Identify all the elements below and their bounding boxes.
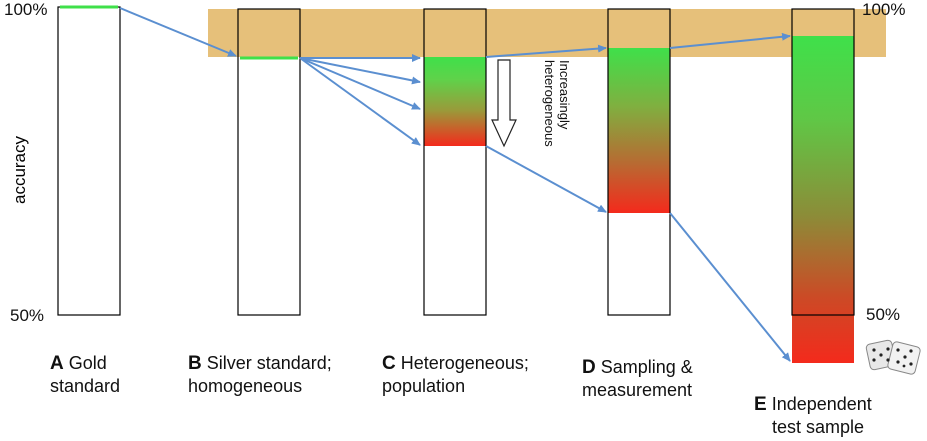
column-e-bottom-label: 50% <box>866 305 901 324</box>
caption-e-line1: Independent <box>771 394 872 414</box>
caption-b-line1: Silver standard; <box>206 353 332 373</box>
y-axis-title-text: accuracy <box>10 135 29 205</box>
heterogeneity-annotation: Increasingly heterogeneous <box>518 60 572 147</box>
caption-e-letter: E <box>754 394 767 415</box>
arrow-b-to-c-3 <box>299 57 421 110</box>
caption-c-letter: C <box>382 353 396 374</box>
y-axis-title: accuracy <box>10 120 40 220</box>
arrow-d-to-e-bottom <box>669 212 791 362</box>
caption-b-line2: homogeneous <box>188 376 303 396</box>
high-accuracy-band <box>208 9 886 57</box>
caption-c: C Heterogeneous; population <box>382 352 529 397</box>
column-e-top-label: 100% <box>862 0 906 19</box>
flow-arrows <box>119 7 791 362</box>
column-d-gradient <box>608 48 670 213</box>
caption-d-letter: D <box>582 357 596 378</box>
caption-a-line2: standard <box>50 376 121 396</box>
arrow-c-to-d-bottom <box>485 145 607 213</box>
heterogeneity-down-arrow <box>491 59 517 148</box>
caption-c-line1: Heterogeneous; <box>400 353 529 373</box>
caption-e: E Independent test sample <box>754 393 872 438</box>
y-axis-top-label: 100% <box>4 0 48 19</box>
arrow-b-to-c-bottom <box>299 57 421 146</box>
column-e-gradient <box>792 36 854 363</box>
y-axis-bottom-label: 50% <box>10 306 45 325</box>
caption-a: A Gold standard <box>50 352 120 397</box>
annotation-line2: heterogeneous <box>542 60 557 147</box>
caption-a-letter: A <box>50 353 64 374</box>
caption-d: D Sampling & measurement <box>582 356 693 401</box>
dice-icon <box>865 339 921 375</box>
arrow-a-to-b <box>119 7 237 57</box>
arrow-c-to-d-top <box>485 44 607 58</box>
arrow-d-to-e-top <box>669 32 791 49</box>
caption-a-line1: Gold <box>68 353 107 373</box>
caption-d-line1: Sampling & <box>600 357 693 377</box>
caption-c-line2: population <box>382 376 466 396</box>
annotation-line1: Increasingly <box>557 60 572 130</box>
column-c-gradient <box>424 57 486 146</box>
caption-e-line2: test sample <box>772 417 865 437</box>
column-e-box <box>791 8 855 316</box>
column-b-box <box>237 8 301 316</box>
caption-b: B Silver standard; homogeneous <box>188 352 332 397</box>
column-c-box <box>423 8 487 316</box>
column-a-box <box>57 6 121 316</box>
column-d-box <box>607 8 671 316</box>
caption-d-line2: measurement <box>582 380 693 400</box>
arrow-b-to-c-2 <box>299 57 421 85</box>
caption-b-letter: B <box>188 353 202 374</box>
